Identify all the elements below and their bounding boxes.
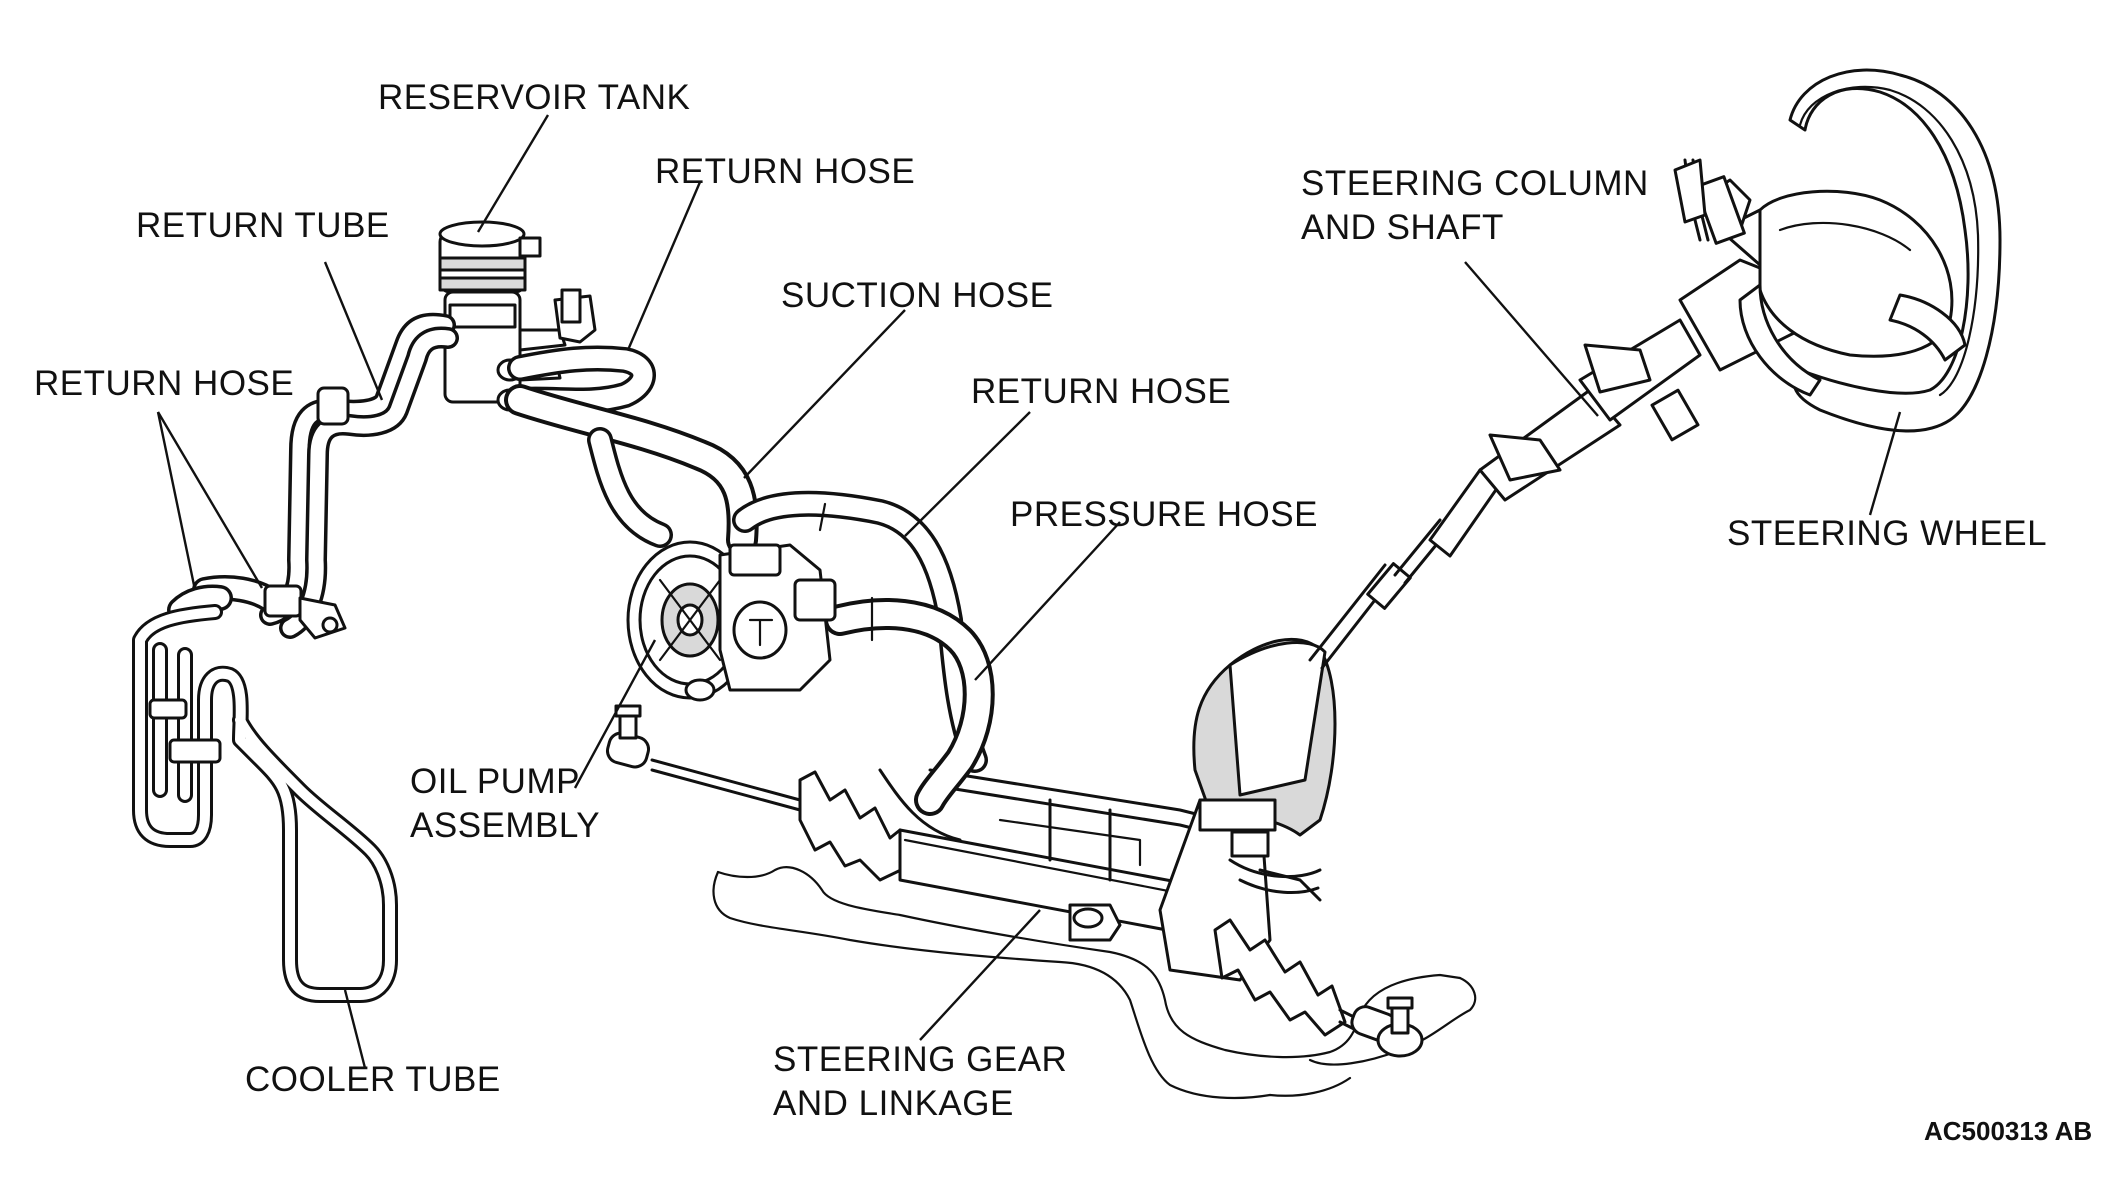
steering-gear-and-linkage — [605, 704, 1424, 1058]
hoses-and-tubes — [132, 312, 1322, 1003]
label-return-hose-right: RETURN HOSE — [971, 372, 1232, 411]
crossmember-outline — [712, 866, 1477, 1100]
label-steering-gear-line1: STEERING GEAR — [773, 1040, 1068, 1079]
label-steering-gear-line2: AND LINKAGE — [773, 1084, 1014, 1123]
label-return-hose-top: RETURN HOSE — [655, 152, 916, 191]
label-pressure-hose: PRESSURE HOSE — [1010, 495, 1318, 534]
figure-code: AC500313 AB — [1924, 1116, 2093, 1146]
label-steering-column-line1: STEERING COLUMN — [1301, 164, 1649, 203]
oil-pump-assembly — [626, 540, 837, 702]
label-cooler-tube: COOLER TUBE — [245, 1060, 501, 1099]
leader-lines — [156, 114, 1902, 1069]
reservoir-tank — [438, 220, 597, 412]
label-suction-hose: SUCTION HOSE — [781, 276, 1054, 315]
label-return-hose-left: RETURN HOSE — [34, 364, 295, 403]
label-oil-pump-line1: OIL PUMP — [410, 762, 580, 801]
label-return-tube: RETURN TUBE — [136, 206, 390, 245]
label-oil-pump-line2: ASSEMBLY — [410, 806, 601, 845]
label-steering-column-line2: AND SHAFT — [1301, 208, 1504, 247]
steering-wheel — [1738, 68, 2002, 433]
label-reservoir-tank: RESERVOIR TANK — [378, 78, 691, 117]
label-steering-wheel: STEERING WHEEL — [1727, 514, 2048, 553]
